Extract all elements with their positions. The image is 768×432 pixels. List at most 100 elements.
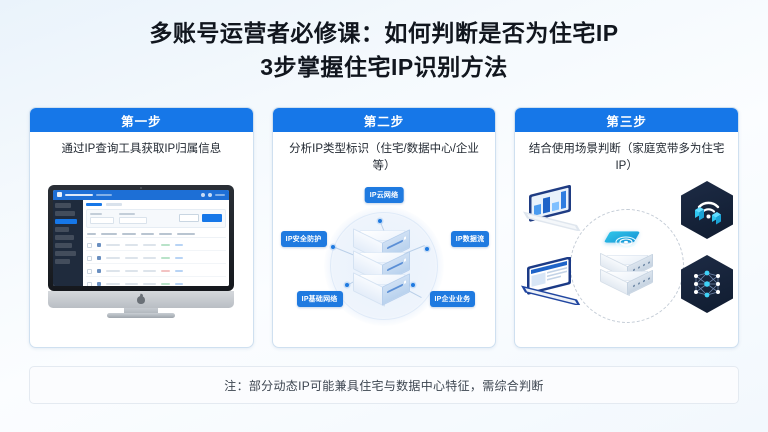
node-right xyxy=(424,247,429,251)
neural-network-icon xyxy=(681,255,733,313)
avatar xyxy=(208,192,213,197)
title-line-2: 3步掌握住宅IP识别方法 xyxy=(260,54,508,80)
filter-group-1 xyxy=(90,212,115,224)
filter-input-1 xyxy=(90,216,115,224)
halo-ring xyxy=(330,212,438,321)
dashboard-filter-bar xyxy=(86,208,227,228)
table-row xyxy=(86,254,227,264)
router-port xyxy=(647,277,650,281)
tag-ip-security[interactable]: IP安全防护 xyxy=(280,231,327,247)
row-cell xyxy=(125,244,139,247)
row-cell xyxy=(143,244,157,247)
dashboard-sidebar xyxy=(53,199,84,286)
server-tag-diagram: IP云网络 IP安全防护 IP数据流 IP基础网络 IP企业业务 xyxy=(273,179,496,347)
row-status-cell xyxy=(161,283,171,286)
imac-camera xyxy=(140,186,143,189)
row-checkbox xyxy=(87,268,93,274)
server-slot xyxy=(387,283,403,294)
dashboard-topbar-actions xyxy=(201,192,226,197)
apple-logo-icon xyxy=(137,295,146,304)
central-router-graphic xyxy=(595,231,659,297)
row-checkbox xyxy=(87,255,93,261)
sidebar-item-7 xyxy=(55,250,77,256)
hex-shape xyxy=(681,181,734,239)
admin-dashboard-screen xyxy=(53,189,230,286)
filter-label-2 xyxy=(119,212,136,215)
imac-bezel xyxy=(48,184,235,291)
node-bottom-right xyxy=(410,283,415,287)
row-checkbox xyxy=(87,281,93,286)
bell-icon xyxy=(201,192,206,197)
filter-group-2 xyxy=(119,212,148,224)
table-row xyxy=(86,267,227,277)
dashboard-logo-icon xyxy=(57,192,63,198)
row-status-cell xyxy=(161,244,171,247)
wifi-hex-badge xyxy=(681,181,734,239)
table-header-cell xyxy=(141,232,155,235)
server-stack-graphic xyxy=(351,227,417,308)
tag-ip-data-stream[interactable]: IP数据流 xyxy=(450,231,490,247)
dashboard-tabs xyxy=(86,202,226,206)
dashboard-topbar xyxy=(53,189,230,200)
step-card-1[interactable]: 第一步 通过IP查询工具获取IP归属信息 xyxy=(29,107,254,348)
table-header-cell xyxy=(101,232,118,235)
table-header-row xyxy=(86,231,227,238)
server-unit-3 xyxy=(351,271,413,308)
imac-stand-neck xyxy=(124,307,159,314)
step-card-2[interactable]: 第二步 分析IP类型标识（住宅/数据中心/企业等） xyxy=(271,107,497,348)
node-top xyxy=(377,219,382,223)
table-header-cell xyxy=(177,232,196,235)
row-icon xyxy=(97,282,102,286)
row-cell xyxy=(106,270,121,273)
step-card-3-illustration xyxy=(515,179,738,347)
row-action-cell xyxy=(175,257,184,260)
table-header-cell xyxy=(159,232,173,235)
table-row xyxy=(86,241,227,251)
tab-1 xyxy=(86,202,103,206)
imac-stand-foot xyxy=(107,312,176,318)
step-card-1-header: 第一步 xyxy=(30,108,253,132)
neural-network-hex-badge xyxy=(681,255,734,313)
row-cell xyxy=(143,257,157,260)
step-card-2-header: 第二步 xyxy=(272,108,496,132)
row-status-cell xyxy=(161,270,171,273)
laptop-document-svg xyxy=(521,256,582,307)
server-slot xyxy=(387,239,403,250)
dashboard-main-panel xyxy=(83,199,230,286)
node-bottom-left xyxy=(344,283,349,287)
tag-ip-cloud-network[interactable]: IP云网络 xyxy=(364,187,404,203)
page-title: 多账号运营者必修课：如何判断是否为住宅IP 3步掌握住宅IP识别方法 xyxy=(0,18,768,82)
step-card-1-illustration xyxy=(30,162,253,347)
row-cell xyxy=(106,283,121,286)
router-port xyxy=(642,279,645,283)
steps-card-row: 第一步 通过IP查询工具获取IP归属信息 xyxy=(29,107,740,348)
tag-ip-enterprise-business[interactable]: IP企业业务 xyxy=(429,291,476,307)
sidebar-item-1 xyxy=(55,202,72,208)
tag-ip-base-network[interactable]: IP基础网络 xyxy=(296,291,343,307)
row-status-cell xyxy=(161,257,171,260)
dashboard-brand-text xyxy=(65,193,94,196)
row-cell xyxy=(125,283,139,286)
tab-2 xyxy=(106,202,123,206)
step-card-3[interactable]: 第三步 结合使用场景判断（家庭宽带多为住宅IP） xyxy=(514,107,740,348)
row-cell xyxy=(125,257,139,260)
row-cell xyxy=(106,257,121,260)
router-signal-icon xyxy=(615,236,637,248)
sidebar-item-8 xyxy=(55,258,71,264)
wifi-icon xyxy=(681,181,733,239)
row-icon xyxy=(97,256,102,261)
sidebar-item-6 xyxy=(55,242,73,248)
step-card-2-illustration: IP云网络 IP安全防护 IP数据流 IP基础网络 IP企业业务 xyxy=(273,179,496,347)
row-action-cell xyxy=(175,270,184,273)
dashboard-subtitle-text xyxy=(96,193,113,196)
filter-label-1 xyxy=(90,212,103,215)
table-row xyxy=(86,280,226,286)
row-cell xyxy=(125,270,139,273)
table-header-cell xyxy=(122,232,137,235)
step-card-2-description: 分析IP类型标识（住宅/数据中心/企业等） xyxy=(289,143,479,172)
device-network-diagram xyxy=(515,179,738,347)
row-action-cell xyxy=(175,283,184,286)
dashboard-user-name xyxy=(215,193,226,196)
row-icon xyxy=(97,243,102,248)
